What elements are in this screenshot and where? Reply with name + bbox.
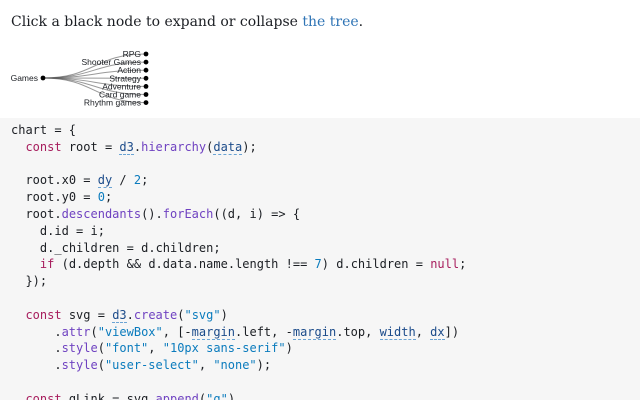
code-line: root.x0 = dy / 2; [25,173,149,189]
tree-node-rhythm-games[interactable] [143,100,149,105]
code-line: chart = { [11,123,77,137]
intro-text: Click a black node to expand or collapse… [11,12,363,32]
code-line: const root = d3.hierarchy(data); [25,139,257,155]
tree-node-rpg[interactable] [143,51,149,57]
tree-links [42,53,147,104]
tree-node-label: Card game [99,90,141,100]
code-line: .style("user-select", "none"); [11,358,272,373]
intro-suffix: . [358,14,364,30]
code-line: const gLink = svg.append("g") [25,391,236,400]
code-line [11,374,640,391]
code-block[interactable]: chart = { const root = d3.hierarchy(data… [0,118,640,400]
code-line: .attr("viewBox", [-margin.left, -margin.… [11,324,460,340]
tree-node-label: Action [117,65,141,75]
code-line: root.y0 = 0; [25,190,113,205]
code-line: const svg = d3.create("svg") [25,307,228,323]
tree-node-strategy[interactable] [143,75,149,81]
code-cell[interactable]: chart = { const root = d3.hierarchy(data… [0,118,640,400]
the-tree-link[interactable]: the tree [302,14,359,30]
tree-node-label: RPG [123,49,141,59]
code-line [11,290,640,307]
tree-node-action[interactable] [143,67,149,73]
intro-prefix: Click a black node to expand or collapse [11,14,303,30]
tree-node-label: Shooter Games [81,57,141,67]
tree-node-label: Rhythm games [84,98,141,108]
code-line: root.descendants().forEach((d, i) => { [25,206,301,221]
code-line: .style("font", "10px sans-serif") [11,341,293,356]
tree-node-label: Adventure [102,81,141,91]
tree-link [42,77,147,104]
tree-root-label: Games [11,73,38,83]
code-line: d.id = i; [39,223,105,238]
tree-node-label: Strategy [109,73,141,83]
tree-node-games[interactable] [40,75,46,81]
code-line: }); [11,274,48,289]
tree-node-card-game[interactable] [143,92,149,97]
code-line: if (d.depth && d.data.name.length !== 7)… [39,257,467,272]
code-line: d._children = d.children; [39,240,221,255]
tree-node-shooter-games[interactable] [143,59,149,65]
tree-node-adventure[interactable] [143,84,149,89]
code-line [11,156,640,173]
